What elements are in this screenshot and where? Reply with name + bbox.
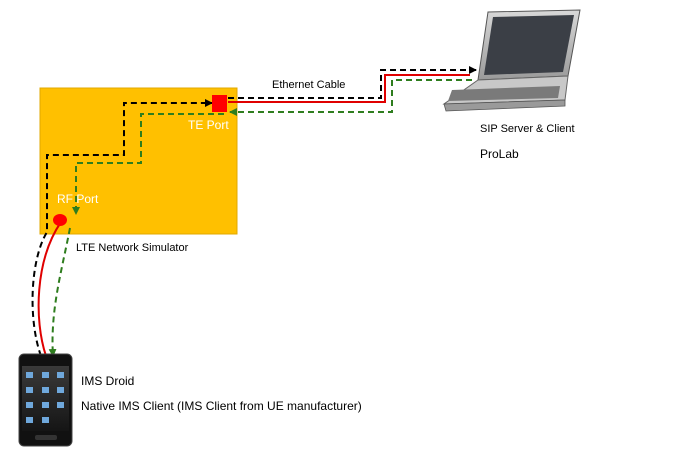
ims-droid-label: IMS Droid	[81, 374, 135, 388]
ethernet-cable-label: Ethernet Cable	[272, 79, 346, 91]
sip-server-label: SIP Server & Client	[480, 123, 575, 135]
te-port-marker	[212, 95, 227, 112]
downlink-dashed-path	[72, 113, 224, 215]
laptop-icon	[442, 9, 581, 112]
prolab-label: ProLab	[480, 147, 519, 161]
rf-port-marker	[53, 214, 67, 226]
native-ims-label: Native IMS Client (IMS Client from UE ma…	[81, 399, 362, 413]
lte-simulator-box	[39, 87, 238, 235]
lte-simulator-label: LTE Network Simulator	[76, 242, 189, 254]
downlink-dashed-ethernet	[229, 79, 472, 116]
downlink-dashed-rf	[48, 227, 71, 357]
signal-line-ethernet	[228, 74, 470, 103]
uplink-dashed-path	[31, 99, 213, 357]
signal-line-rf	[37, 221, 62, 357]
smartphone-icon	[18, 353, 73, 447]
te-port-label: TE Port	[188, 118, 229, 132]
rf-port-label: RF Port	[57, 192, 99, 206]
